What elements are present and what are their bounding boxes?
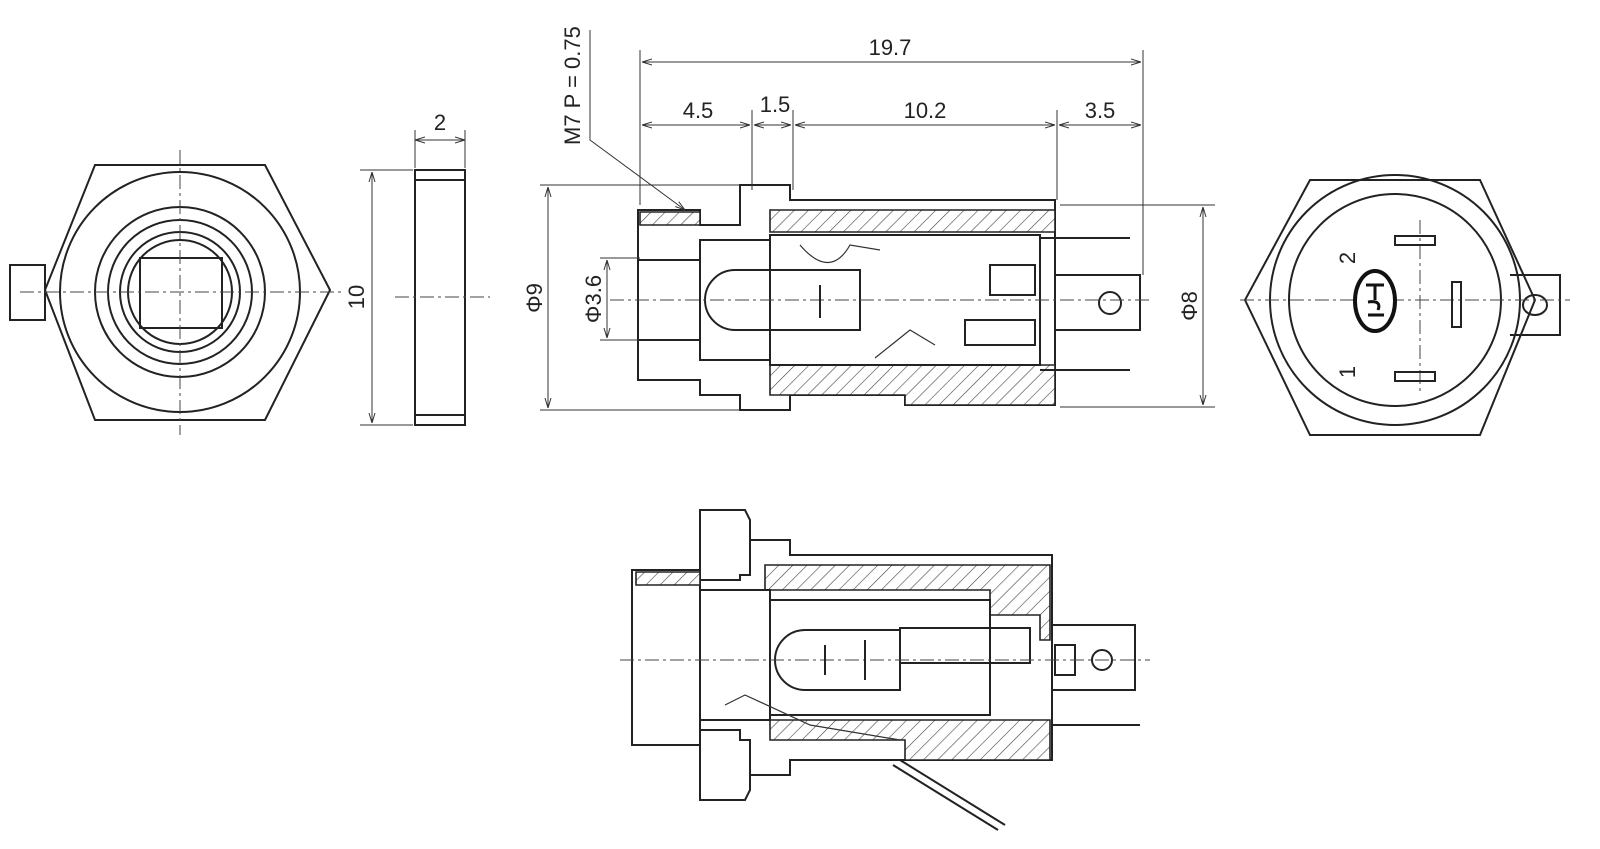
body-diameter-label: Φ8 (1177, 291, 1202, 321)
front-view (9, 150, 345, 435)
nut-thickness-label: 2 (434, 110, 446, 135)
main-section-view: 19.7 4.5 1.5 10.2 3.5 M7 P = 0.75 Φ9 Φ3.… (522, 26, 1215, 411)
overall-length-label: 19.7 (869, 35, 912, 60)
pin-1-label: 1 (1335, 366, 1360, 378)
pin-2-label: 2 (1335, 252, 1360, 264)
thread-spec-label: M7 P = 0.75 (560, 26, 585, 145)
rear-view: 2 1 (1240, 174, 1570, 436)
flange-label: 1.5 (760, 92, 791, 117)
thread-length-label: 4.5 (683, 98, 714, 123)
terminal-length-label: 3.5 (1085, 98, 1116, 123)
body-length-label: 10.2 (904, 98, 947, 123)
alternate-section-view (620, 509, 1150, 831)
bore-diameter-label: Φ3.6 (581, 275, 606, 323)
outer-diameter-label: Φ9 (522, 283, 547, 313)
nut-size-label: 10 (344, 285, 369, 309)
nut-side-view: 2 10 (344, 110, 490, 426)
